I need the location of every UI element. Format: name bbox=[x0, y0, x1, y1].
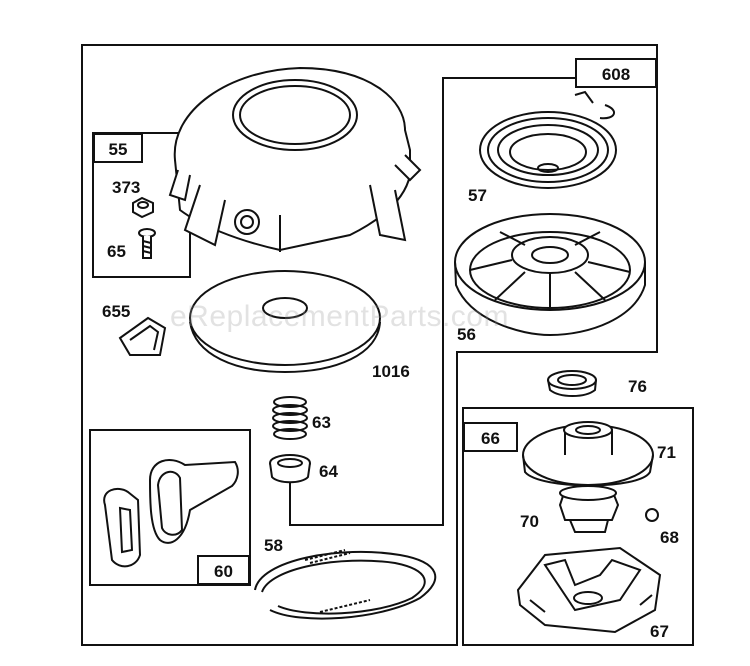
watermark: eReplacementParts.com bbox=[170, 300, 509, 333]
cap-64 bbox=[269, 454, 311, 484]
handle-60 bbox=[103, 459, 239, 568]
label-56: 56 bbox=[457, 325, 476, 344]
label-373: 373 bbox=[112, 178, 141, 197]
screw-65 bbox=[138, 228, 156, 259]
label-1016: 1016 bbox=[372, 362, 410, 381]
label-68: 68 bbox=[660, 528, 679, 547]
blower-housing bbox=[168, 66, 422, 252]
outer-frame bbox=[81, 44, 658, 646]
label-55: 55 bbox=[93, 133, 143, 163]
label-58: 58 bbox=[264, 536, 283, 555]
label-60: 60 bbox=[197, 555, 250, 585]
label-63: 63 bbox=[312, 413, 331, 432]
label-65: 65 bbox=[107, 242, 126, 261]
label-67: 67 bbox=[650, 622, 669, 641]
rope-58 bbox=[254, 549, 437, 620]
nut-373 bbox=[132, 196, 154, 219]
cup-67 bbox=[516, 546, 662, 634]
label-655: 655 bbox=[102, 302, 131, 321]
clip-655 bbox=[118, 316, 167, 356]
label-608: 608 bbox=[575, 58, 657, 88]
label-66: 66 bbox=[463, 422, 518, 452]
connector-line bbox=[289, 77, 575, 526]
spring-63 bbox=[272, 396, 308, 440]
label-76: 76 bbox=[628, 377, 647, 396]
label-70: 70 bbox=[520, 512, 539, 531]
group-box-66 bbox=[462, 407, 694, 646]
ball-68 bbox=[645, 508, 659, 522]
ring-76 bbox=[547, 370, 597, 397]
disk-1016 bbox=[189, 270, 381, 374]
label-64: 64 bbox=[319, 462, 338, 481]
hub-70 bbox=[558, 485, 620, 533]
pulley-56 bbox=[454, 213, 646, 337]
group-box-60 bbox=[89, 429, 251, 586]
label-57: 57 bbox=[468, 186, 487, 205]
label-71: 71 bbox=[657, 443, 676, 462]
pulley-71 bbox=[522, 421, 654, 487]
recoil-spring-57 bbox=[479, 90, 617, 189]
